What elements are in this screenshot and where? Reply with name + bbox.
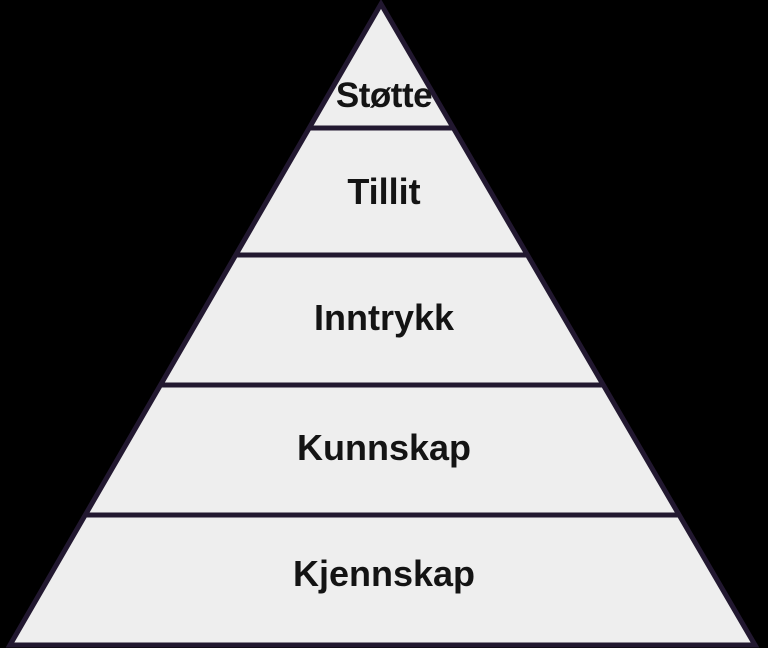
pyramid-outline (5, 0, 760, 648)
pyramid-tier-label-kunnskap: Kunnskap (296, 427, 472, 468)
pyramid-tier-label-stotte: Støtte (335, 76, 433, 115)
pyramid-tier-label-tillit: Tillit (347, 171, 421, 212)
pyramid-tier-label-inntrykk: Inntrykk (313, 297, 455, 338)
pyramid-tier-label-kjennskap: Kjennskap (292, 553, 476, 594)
